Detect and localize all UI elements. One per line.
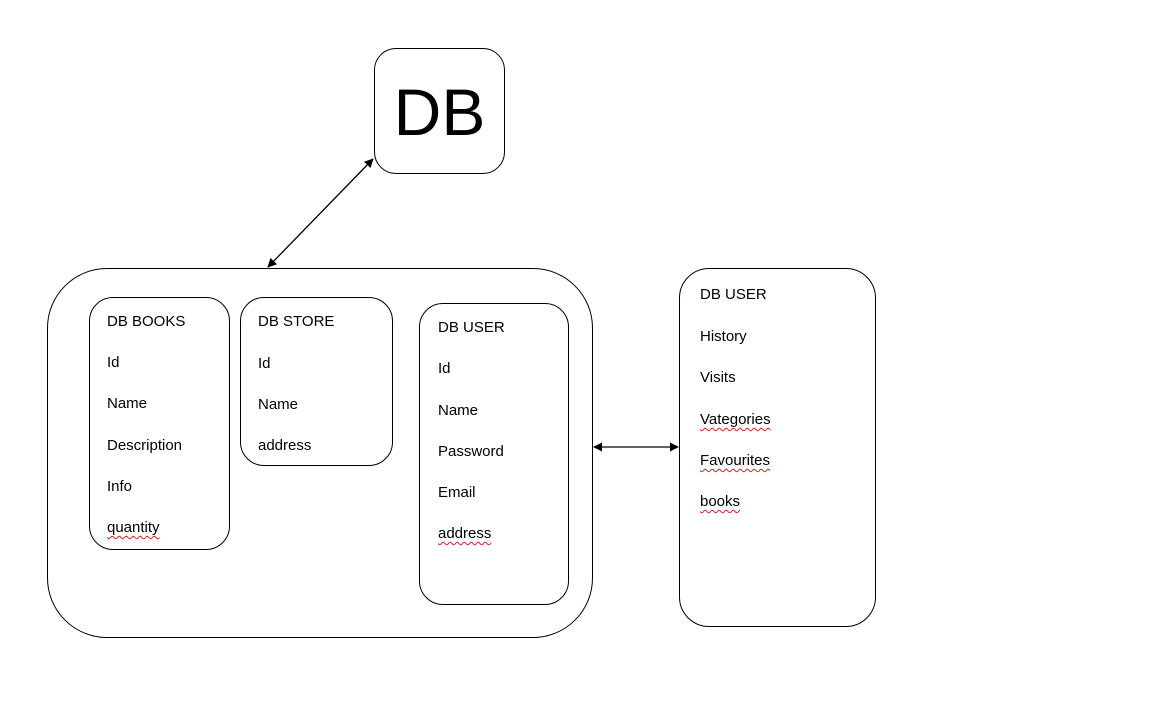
- table-db-user: DB USER Id Name Password Email address: [419, 303, 569, 605]
- field-quantity: quantity: [107, 519, 160, 536]
- table-db-user-external: DB USER History Visits Vategories Favour…: [679, 268, 876, 627]
- field-vategories: Vategories: [700, 411, 771, 428]
- field-name: Name: [258, 396, 299, 413]
- field-id: Id: [107, 354, 120, 371]
- table-title: DB USER: [700, 286, 767, 303]
- field-history: History: [700, 328, 747, 345]
- field-info: Info: [107, 478, 133, 495]
- field-favourites: Favourites: [700, 452, 771, 469]
- table-db-store: DB STORE Id Name address: [240, 297, 393, 466]
- field-books: books: [700, 493, 741, 510]
- field-description: Description: [107, 437, 183, 454]
- field-name: Name: [438, 402, 479, 419]
- table-title: DB BOOKS: [107, 313, 186, 330]
- field-id: Id: [438, 360, 451, 377]
- db-label: DB: [393, 75, 486, 149]
- field-name: Name: [107, 395, 148, 412]
- field-email: Email: [438, 484, 476, 501]
- field-password: Password: [438, 443, 504, 460]
- table-title: DB STORE: [258, 313, 335, 330]
- table-db-books: DB BOOKS Id Name Description Info quanti…: [89, 297, 230, 550]
- db-node: DB: [374, 48, 505, 174]
- field-address: address: [438, 525, 492, 542]
- db-to-group-arrow: [267, 158, 374, 268]
- field-id: Id: [258, 355, 271, 372]
- table-title: DB USER: [438, 319, 505, 336]
- field-visits: Visits: [700, 369, 736, 386]
- field-address: address: [258, 437, 312, 454]
